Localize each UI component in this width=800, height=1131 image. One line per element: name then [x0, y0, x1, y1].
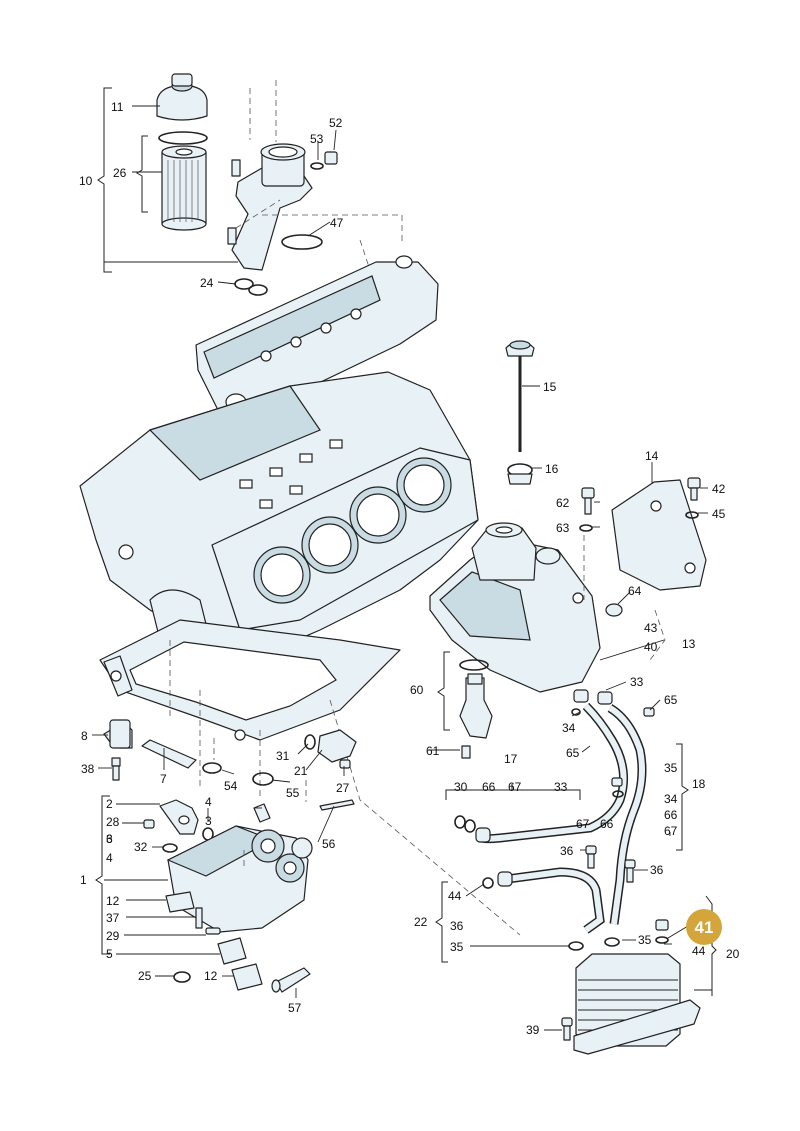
label-57: 57	[288, 1001, 302, 1015]
label-47: 47	[330, 216, 344, 230]
label-42: 42	[712, 482, 726, 496]
label-60: 60	[410, 683, 424, 697]
label-53: 53	[310, 132, 324, 146]
label-25: 25	[138, 969, 152, 983]
label-36-left: 36	[450, 919, 464, 933]
label-56: 56	[322, 837, 336, 851]
label-2: 2	[106, 797, 113, 811]
label-36-right: 36	[650, 863, 664, 877]
label-62: 62	[556, 496, 570, 510]
label-26: 26	[113, 166, 127, 180]
label-16: 16	[545, 462, 559, 476]
label-29: 29	[106, 929, 120, 943]
oil-lines	[445, 689, 689, 934]
leader-lines	[92, 105, 712, 1031]
label-32: 32	[134, 840, 148, 854]
label-24: 24	[200, 276, 214, 290]
filter-element	[161, 151, 207, 225]
label-34-right: 34	[664, 792, 678, 806]
label-3-lower: 3	[106, 832, 113, 846]
label-30: 30	[454, 780, 468, 794]
label-13: 13	[682, 637, 696, 651]
label-12-upper: 12	[106, 894, 120, 908]
label-44-left: 44	[448, 889, 462, 903]
label-7: 7	[160, 772, 167, 786]
oil-pump-group	[95, 719, 357, 993]
label-5: 5	[106, 947, 113, 961]
label-66-lines: 66	[482, 780, 496, 794]
label-27: 27	[336, 781, 350, 795]
label-35-cooler: 35	[638, 933, 652, 947]
label-63: 63	[556, 521, 570, 535]
label-35-left: 35	[450, 940, 464, 954]
label-28: 28	[106, 815, 120, 829]
engine-block	[79, 214, 521, 936]
label-67-right: 67	[664, 824, 678, 838]
label-54: 54	[224, 779, 238, 793]
label-3-upper: 3	[205, 814, 212, 828]
callout-badge[interactable]	[686, 909, 722, 945]
label-37: 37	[106, 911, 120, 925]
label-66-right: 66	[664, 808, 678, 822]
label-65-upper: 65	[664, 693, 678, 707]
label-65-lower: 65	[566, 746, 580, 760]
label-64: 64	[628, 584, 642, 598]
label-44-cooler: 44	[692, 944, 706, 958]
label-43: 43	[644, 621, 658, 635]
label-52: 52	[329, 116, 343, 130]
label-67-lines: 67	[508, 780, 522, 794]
label-36-mid: 36	[560, 844, 574, 858]
label-33-tank: 33	[630, 675, 644, 689]
label-4-upper: 4	[205, 795, 212, 809]
label-15: 15	[543, 380, 557, 394]
oil-filter-group	[97, 73, 338, 296]
label-6: 6	[106, 832, 113, 846]
label-38: 38	[81, 762, 95, 776]
label-11: 11	[111, 100, 124, 114]
label-39: 39	[526, 1023, 540, 1037]
label-35-right: 35	[664, 761, 678, 775]
label-18: 18	[692, 777, 706, 791]
callout-label: 41	[695, 918, 714, 937]
filter-cap	[156, 85, 208, 121]
label-67-mid: 67	[576, 817, 590, 831]
label-34-upper: 34	[562, 721, 576, 735]
label-31: 31	[276, 749, 290, 763]
label-20: 20	[726, 947, 740, 961]
label-61: 61	[426, 744, 440, 758]
label-22: 22	[414, 915, 428, 929]
label-66-mid: 66	[600, 817, 614, 831]
highlighted-callout-41[interactable]: 41	[667, 909, 722, 945]
label-12-lower: 12	[204, 969, 218, 983]
label-40: 40	[644, 640, 658, 654]
label-33-lines: 33	[554, 780, 568, 794]
cylinder-bores	[253, 457, 452, 604]
label-55: 55	[286, 786, 300, 800]
label-8: 8	[81, 729, 88, 743]
label-14: 14	[645, 449, 659, 463]
part-labels: 11 26 10 53 52 47 24 15 16 14 62 42 63 4…	[79, 100, 740, 1037]
label-45: 45	[712, 507, 726, 521]
label-17: 17	[504, 752, 518, 766]
label-1: 1	[80, 873, 87, 887]
label-10: 10	[79, 174, 93, 188]
label-4-lower: 4	[106, 851, 113, 865]
label-21: 21	[294, 764, 308, 778]
filter-o-ring	[158, 131, 208, 145]
oil-tank-group	[429, 340, 707, 759]
oil-cooler	[435, 881, 717, 1055]
